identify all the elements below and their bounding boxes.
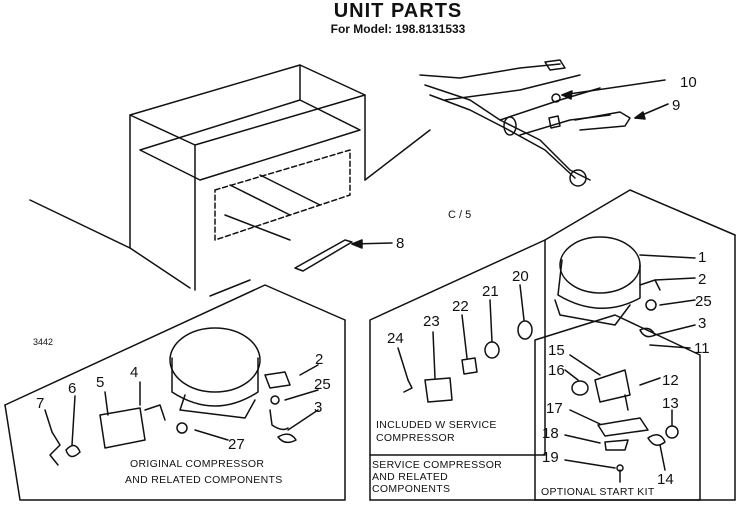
unit-compartment-drawing [29, 64, 431, 297]
service-compressor-drawing [554, 236, 696, 338]
part-label-22: 22 [452, 298, 469, 315]
part-label-15: 15 [548, 342, 565, 359]
original-compressor-drawing [49, 327, 297, 466]
part-label-23: 23 [423, 313, 440, 330]
caption-start-kit: OPTIONAL START KIT [541, 486, 655, 498]
part-label-19: 19 [542, 449, 559, 466]
original-compressor-box [4, 284, 346, 501]
part-label-7: 7 [36, 395, 44, 412]
part-label-2-original: 2 [315, 351, 323, 368]
part-label-1: 1 [698, 249, 706, 266]
code-left: 3442 [33, 337, 53, 347]
part-label-13: 13 [662, 395, 679, 412]
part-label-27: 27 [228, 436, 245, 453]
caption-service-2: AND RELATED [372, 471, 448, 483]
part-label-25-service: 25 [695, 293, 712, 310]
code-center: C / 5 [448, 209, 471, 221]
part-label-4: 4 [130, 364, 138, 381]
page-title: UNIT PARTS [333, 0, 463, 22]
part-label-20: 20 [512, 268, 529, 285]
sensor-part-drawing [294, 239, 393, 272]
diagram-codes: 3442 C / 5 [33, 209, 471, 347]
part-label-5: 5 [96, 374, 104, 391]
part-label-6: 6 [68, 380, 76, 397]
leader-lines-top [561, 79, 669, 120]
part-label-24: 24 [387, 330, 404, 347]
part-label-3-original: 3 [314, 399, 322, 416]
part-label-11: 11 [694, 340, 710, 357]
start-kit-parts-drawing [564, 344, 691, 483]
part-label-3-service: 3 [698, 315, 706, 332]
part-label-16: 16 [548, 362, 565, 379]
part-label-12: 12 [662, 372, 679, 389]
part-label-8: 8 [396, 235, 404, 252]
part-label-9: 9 [672, 97, 680, 114]
caption-included-1: INCLUDED W SERVICE [376, 419, 497, 431]
part-number-labels: 10 9 8 1 2 25 3 11 15 16 12 13 17 18 19 … [36, 74, 712, 488]
part-label-10: 10 [680, 74, 697, 91]
caption-original-1: ORIGINAL COMPRESSOR [130, 458, 264, 470]
part-label-2-service: 2 [698, 271, 706, 288]
part-label-25-original: 25 [314, 376, 331, 393]
leader-lines-original [44, 364, 319, 446]
part-label-14: 14 [657, 471, 674, 488]
caption-included-2: COMPRESSOR [376, 432, 455, 444]
part-label-18: 18 [542, 425, 559, 442]
model-subtitle: For Model: 198.8131533 [330, 22, 466, 36]
wire-harness-drawing [419, 59, 631, 187]
service-kit-parts-drawing [397, 284, 533, 403]
caption-original-2: AND RELATED COMPONENTS [125, 474, 283, 486]
caption-service-1: SERVICE COMPRESSOR [372, 459, 502, 471]
caption-service-3: COMPONENTS [372, 483, 450, 495]
part-label-21: 21 [482, 283, 499, 300]
service-section-boxes [369, 189, 736, 501]
part-label-17: 17 [546, 400, 563, 417]
section-captions: ORIGINAL COMPRESSOR AND RELATED COMPONEN… [125, 419, 655, 498]
